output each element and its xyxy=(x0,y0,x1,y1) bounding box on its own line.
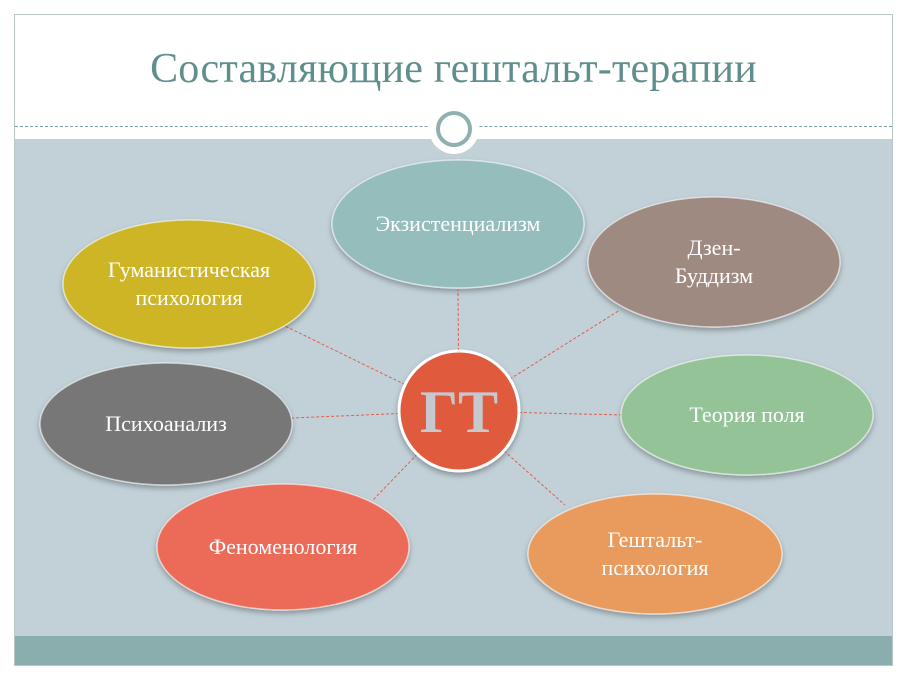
node-shape-existentialism xyxy=(331,159,585,289)
node-shape-gestalt-psychology xyxy=(527,493,783,615)
node-psychoanalysis: Психоанализ xyxy=(39,362,293,486)
node-label-existentialism: Экзистенциализм xyxy=(376,211,541,236)
node-existentialism: Экзистенциализм xyxy=(331,159,585,289)
center-label: ГТ xyxy=(420,379,498,445)
node-gestalt-psychology: Гештальт-психология xyxy=(527,493,783,615)
node-label-phenomenology: Феноменология xyxy=(209,534,358,559)
node-shape-psychoanalysis xyxy=(39,362,293,486)
node-phenomenology: Феноменология xyxy=(156,483,410,611)
slide-title: Составляющие гештальт-терапии xyxy=(150,46,757,92)
connector-gestalt-psychology xyxy=(458,410,566,506)
node-label-gestalt-psychology: психология xyxy=(601,555,708,580)
center-node: ГТ xyxy=(397,349,521,473)
node-shape-zen-buddhism xyxy=(587,196,841,328)
center-circle xyxy=(397,349,521,473)
node-label-humanistic-psychology: психология xyxy=(135,285,242,310)
node-label-gestalt-psychology: Гештальт- xyxy=(608,527,703,552)
node-shape-phenomenology xyxy=(156,483,410,611)
footer-bar xyxy=(15,636,892,665)
node-shape-humanistic-psychology xyxy=(62,219,316,349)
node-label-zen-buddhism: Буддизм xyxy=(675,263,753,288)
node-label-psychoanalysis: Психоанализ xyxy=(105,411,227,436)
node-field-theory: Теория поля xyxy=(620,354,874,476)
node-zen-buddhism: Дзен- Буддизм xyxy=(587,196,841,328)
node-shape-field-theory xyxy=(620,354,874,476)
node-label-humanistic-psychology: Гуманистическая xyxy=(108,257,270,282)
node-label-zen-buddhism: Дзен- xyxy=(687,235,740,260)
ring-icon xyxy=(429,104,479,154)
node-label-field-theory: Теория поля xyxy=(689,402,804,427)
node-humanistic-psychology: Гуманистическая психология xyxy=(62,219,316,349)
